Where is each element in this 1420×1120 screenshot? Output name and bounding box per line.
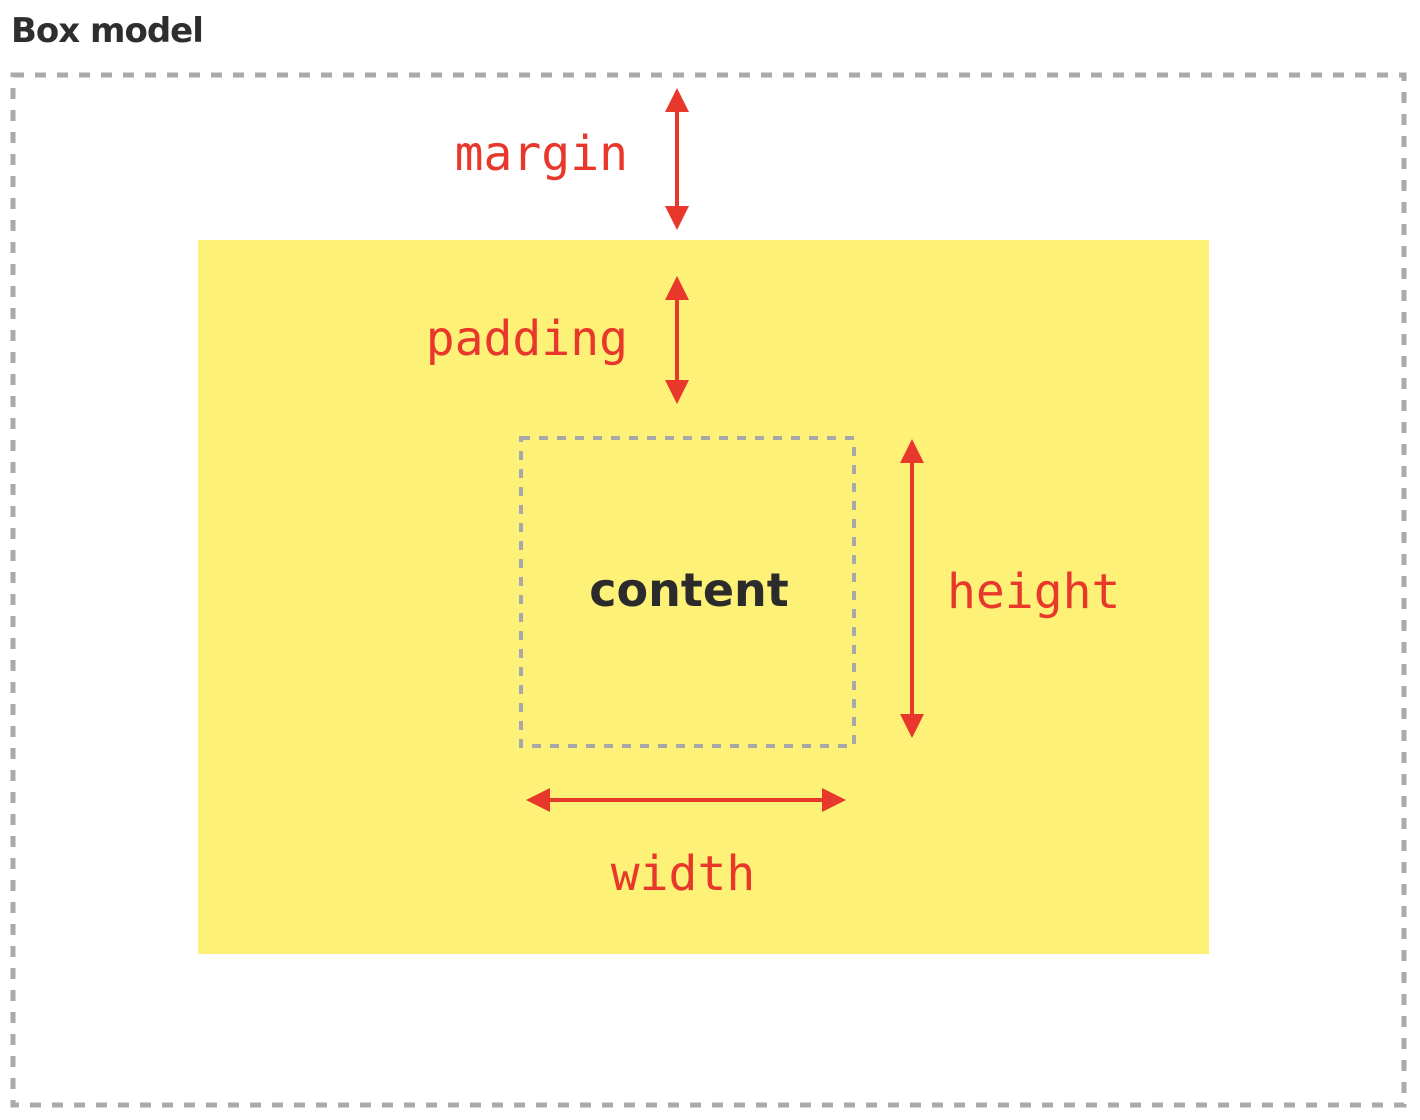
padding-label: padding: [426, 311, 628, 367]
width-label: width: [611, 846, 756, 902]
page-title: Box model: [11, 11, 204, 51]
padding-box: [198, 240, 1209, 954]
height-label: height: [947, 564, 1120, 620]
margin-label: margin: [455, 126, 628, 182]
content-box: [519, 436, 856, 748]
content-label: content: [589, 563, 789, 617]
